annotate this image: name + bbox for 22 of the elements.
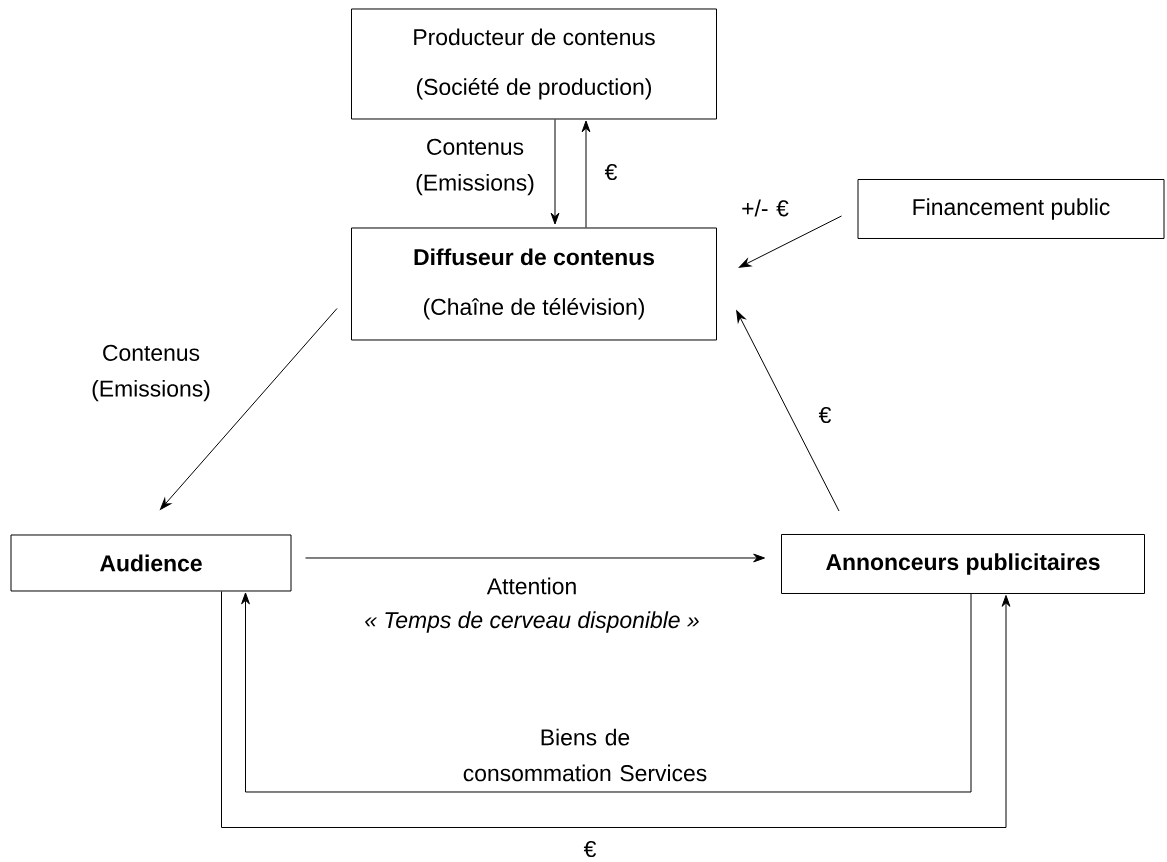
arrow [221,591,1011,828]
edge-label: Contenus (Emissions) [416,138,534,196]
arrow [738,215,842,268]
arrow [241,592,972,793]
edge-label: € [604,163,618,181]
arrow [550,119,560,225]
box: Diffuseur de contenus (Chaîne de télévision) [351,227,717,341]
arrow [160,308,338,510]
box: Audience [10,534,292,592]
box: Annonceurs publicitaires [781,534,1145,594]
edge-label: Biens de consommation Services [463,728,707,782]
box: Financement public [857,179,1165,239]
edge-label: € [818,406,832,424]
label-text: « Temps de cerveau disponible » [365,611,699,633]
edge-label: +/- € [742,199,789,217]
box: Producteur de contenus (Société de production) [351,8,717,120]
arrow [736,310,840,512]
edge-label: Attention [486,577,576,595]
edge-label: € [583,840,597,858]
arrow [581,120,591,228]
edge-label: Contenus (Emissions) [92,344,210,402]
arrow [305,553,765,563]
